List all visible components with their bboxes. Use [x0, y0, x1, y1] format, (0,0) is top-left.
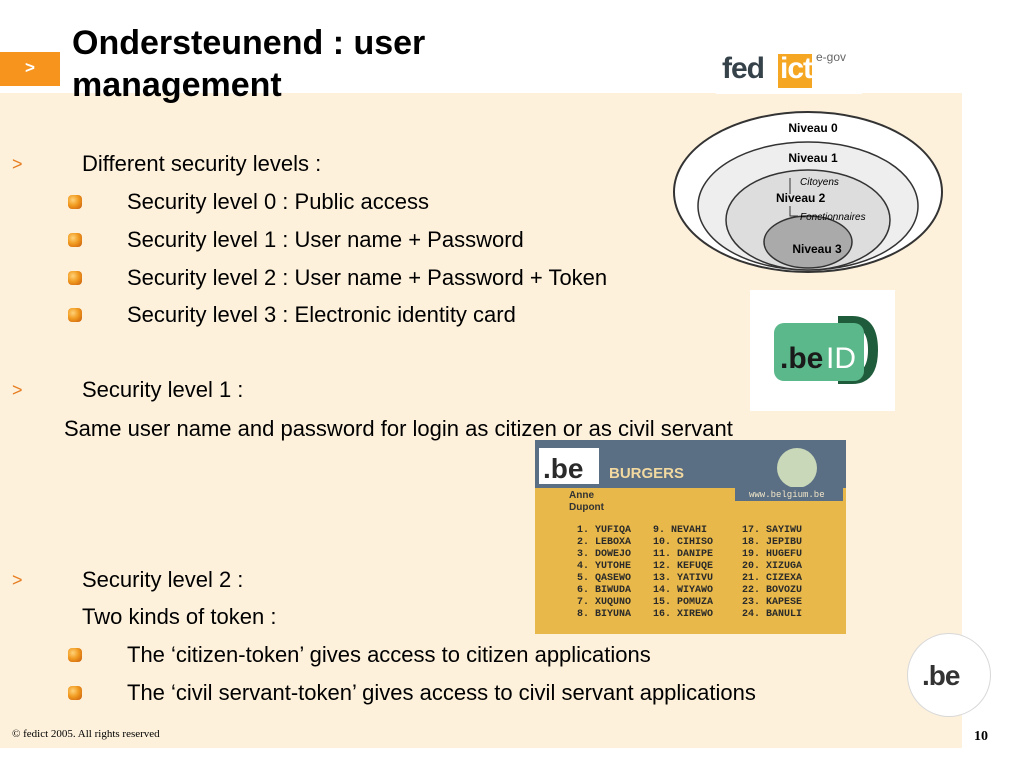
- bullet-icon: [68, 648, 82, 662]
- page-number: 10: [974, 729, 988, 744]
- card-code: 24. BANULI: [742, 609, 802, 620]
- card-code: 14. WIYAWO: [653, 585, 713, 596]
- beid-id-text: ID: [826, 342, 856, 375]
- text-two-kinds-token: Two kinds of token :: [82, 604, 277, 629]
- bullet-icon: [68, 195, 82, 209]
- card-code: 3. DOWEJO: [577, 549, 631, 560]
- bullet-icon: [68, 233, 82, 247]
- card-code: 18. JEPIBU: [742, 537, 802, 548]
- section-marker: >: [12, 570, 23, 590]
- card-code: 1. YUFIQA: [577, 525, 631, 536]
- fedict-logo-ict: ict: [780, 52, 813, 85]
- card-code: 19. HUGEFU: [742, 549, 802, 560]
- heading-security-level-2: Security level 2 :: [82, 567, 244, 592]
- card-code: 7. XUQUNO: [577, 597, 631, 608]
- card-code: 12. KEFUQE: [653, 561, 713, 572]
- label-niveau-1: Niveau 1: [788, 151, 838, 165]
- card-code: 22. BOVOZU: [742, 585, 802, 596]
- fedict-logo-box: [778, 54, 812, 88]
- beid-logo: .be ID: [750, 290, 895, 411]
- bullet-icon: [68, 271, 82, 285]
- slide-title: Ondersteunend : user management: [72, 24, 426, 104]
- label-niveau-2: Niveau 2: [776, 191, 826, 205]
- ring-bracket: [789, 178, 798, 217]
- heading-security-levels: Different security levels :: [82, 151, 322, 176]
- card-last-name: Dupont: [569, 502, 605, 513]
- security-levels-diagram: Niveau 0 Niveau 1 Citoyens Niveau 2 Fonc…: [673, 111, 943, 273]
- card-code: 13. YATIVU: [653, 573, 713, 584]
- ring-level-3: [763, 215, 853, 269]
- card-code: 15. POMUZA: [653, 597, 713, 608]
- fedict-logo-egov: e-gov: [816, 50, 847, 64]
- card-code: 2. LEBOXA: [577, 537, 631, 548]
- fedict-logo: fed ict e-gov: [716, 42, 862, 94]
- beid-be-text: .be: [780, 342, 823, 375]
- section-marker: >: [12, 380, 23, 400]
- header-marker: >: [0, 52, 60, 86]
- text-same-user-name: Same user name and password for login as…: [64, 416, 733, 441]
- fedict-logo-fed: fed: [722, 52, 765, 85]
- bullet-icon: [68, 308, 82, 322]
- beid-logo-graphic: .be ID: [774, 316, 878, 384]
- token-card: .be BURGERS www.belgium.be Anne Dupont 1…: [535, 440, 846, 634]
- bullet-icon: [68, 686, 82, 700]
- card-code: 17. SAYIWU: [742, 525, 802, 536]
- card-code: 11. DANIPE: [653, 549, 713, 560]
- be-logo: .be: [908, 634, 990, 716]
- card-title: BURGERS: [609, 465, 684, 482]
- card-code: 4. YUTOHE: [577, 561, 631, 572]
- label-citoyens: Citoyens: [800, 177, 839, 188]
- card-first-name: Anne: [569, 490, 594, 501]
- card-code: 16. XIREWO: [653, 609, 713, 620]
- be-logo-text: .be: [922, 660, 960, 691]
- card-code: 10. CIHISO: [653, 537, 713, 548]
- beid-bracket: [838, 316, 878, 384]
- bullet-civil-servant-token: The ‘civil servant-token’ gives access t…: [127, 680, 756, 705]
- card-code: 21. CIZEXA: [742, 573, 802, 584]
- card-code: 23. KAPESE: [742, 597, 802, 608]
- section-marker: >: [12, 154, 23, 174]
- bullet-security-level-1: Security level 1 : User name + Password: [127, 227, 524, 252]
- bullet-security-level-3: Security level 3 : Electronic identity c…: [127, 302, 516, 327]
- bullet-citizen-token: The ‘citizen-token’ gives access to citi…: [127, 642, 651, 667]
- card-code: 20. XIZUGA: [742, 561, 802, 572]
- bullet-security-level-0: Security level 0 : Public access: [127, 189, 430, 214]
- heading-security-level-1: Security level 1 :: [82, 377, 244, 402]
- card-code: 9. NEVAHI: [653, 525, 707, 536]
- card-code: 6. BIWUDA: [577, 585, 631, 596]
- card-logo-box: [539, 448, 599, 484]
- beid-green-box: [774, 323, 864, 381]
- card-logo-text: .be: [543, 453, 583, 484]
- card-website-band: [735, 487, 843, 501]
- bullet-security-level-2: Security level 2 : User name + Password …: [127, 265, 608, 290]
- label-fonctionnaires: Fonctionnaires: [800, 212, 866, 223]
- card-code: 8. BIYUNA: [577, 609, 631, 620]
- card-b-graphic: [777, 448, 817, 488]
- label-niveau-3: Niveau 3: [792, 242, 842, 256]
- card-website: www.belgium.be: [749, 490, 825, 500]
- label-niveau-0: Niveau 0: [788, 121, 838, 135]
- card-code: 5. QASEWO: [577, 573, 631, 584]
- footer-copyright: © fedict 2005. All rights reserved: [12, 728, 160, 740]
